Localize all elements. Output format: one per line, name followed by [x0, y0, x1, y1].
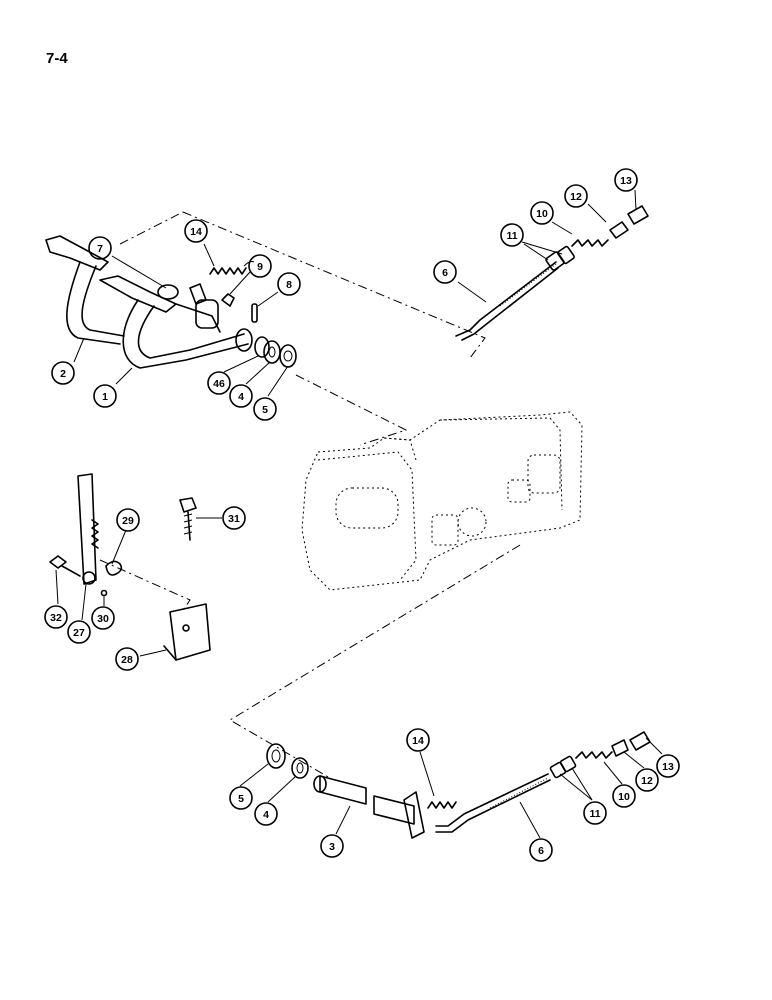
callout-30: 30 — [91, 606, 115, 630]
callout-32: 32 — [44, 605, 68, 629]
callout-12-top: 12 — [564, 184, 588, 208]
callout-label: 27 — [73, 627, 85, 639]
callout-29: 29 — [116, 508, 140, 532]
callout-6-bot: 6 — [529, 838, 553, 862]
callout-label: 12 — [641, 775, 653, 787]
callout-label: 30 — [97, 613, 109, 625]
callout-28: 28 — [115, 647, 139, 671]
bottom-rod-assembly — [435, 731, 651, 833]
callout-label: 14 — [190, 226, 202, 238]
callout-4-bot: 4 — [254, 802, 278, 826]
callout-11-bot: 11 — [583, 801, 607, 825]
callout-10-top: 10 — [530, 201, 554, 225]
callout-label: 31 — [228, 513, 240, 525]
callout-label: 6 — [538, 845, 544, 857]
callout-label: 4 — [238, 391, 244, 403]
top-rod-assembly — [455, 205, 649, 341]
callout-label: 5 — [238, 793, 244, 805]
callout-label: 4 — [263, 809, 269, 821]
leader-lines — [55, 189, 663, 839]
callout-4-top: 4 — [229, 384, 253, 408]
callout-27: 27 — [67, 620, 91, 644]
callout-2: 2 — [51, 361, 75, 385]
bottom-shaft — [313, 775, 457, 839]
page-number: 7-4 — [46, 50, 68, 67]
callout-5-top: 5 — [253, 397, 277, 421]
callout-8: 8 — [277, 272, 301, 296]
callout-14-top: 14 — [184, 219, 208, 243]
callout-label: 6 — [442, 267, 448, 279]
callout-13-top: 13 — [614, 168, 638, 192]
callout-1: 1 — [93, 384, 117, 408]
callout-label: 7 — [97, 243, 103, 255]
callout-label: 11 — [589, 808, 600, 820]
pedal-2 — [45, 235, 125, 345]
callout-3: 3 — [320, 834, 344, 858]
callout-10-bot: 10 — [612, 784, 636, 808]
callout-label: 13 — [620, 175, 632, 187]
callout-label: 46 — [213, 378, 225, 390]
callout-label: 14 — [412, 735, 424, 747]
callout-6-top: 6 — [433, 260, 457, 284]
callout-label: 2 — [60, 368, 66, 380]
callout-12-bot: 12 — [635, 768, 659, 792]
callout-14-bot: 14 — [406, 728, 430, 752]
callout-9: 9 — [248, 254, 272, 278]
callout-label: 32 — [50, 612, 62, 624]
callout-label: 13 — [662, 761, 674, 773]
callout-11-top: 11 — [500, 223, 524, 247]
callout-label: 11 — [506, 230, 517, 242]
callout-label: 10 — [536, 208, 548, 220]
callout-13-bot: 13 — [656, 754, 680, 778]
top-washers — [254, 336, 297, 368]
pedal-1 — [99, 275, 253, 369]
callout-label: 9 — [257, 261, 263, 273]
callout-label: 8 — [286, 279, 292, 291]
callout-label: 29 — [122, 515, 134, 527]
callout-label: 10 — [618, 791, 630, 803]
callout-label: 5 — [262, 404, 268, 416]
callout-label: 1 — [102, 391, 108, 403]
callout-7: 7 — [88, 236, 112, 260]
callout-label: 12 — [570, 191, 582, 203]
callout-5-bot: 5 — [229, 786, 253, 810]
bottom-washers — [266, 743, 309, 779]
callout-31: 31 — [222, 506, 246, 530]
callout-label: 3 — [329, 841, 335, 853]
alignment-lines — [99, 211, 521, 779]
callout-46: 46 — [207, 371, 231, 395]
callouts: 13 12 10 11 6 14 7 9 8 2 1 46 4 5 29 31 … — [44, 168, 680, 862]
callout-label: 28 — [121, 654, 133, 666]
transmission-housing — [301, 411, 583, 591]
